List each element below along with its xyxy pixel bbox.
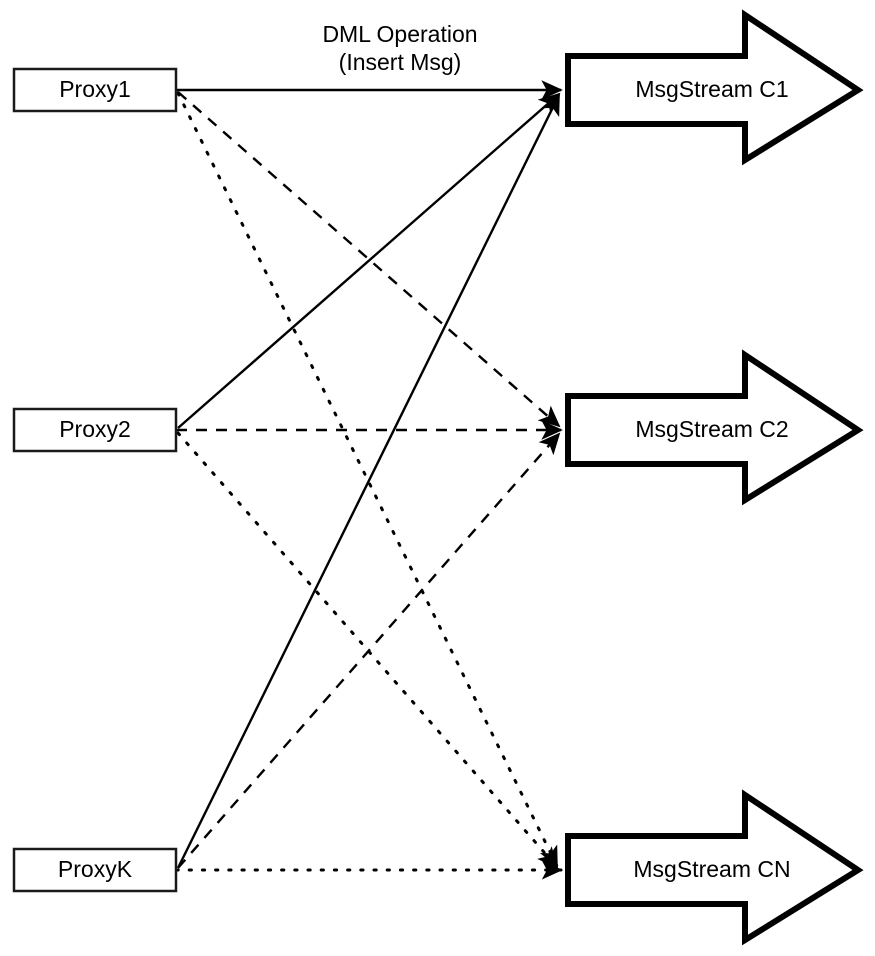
stream-cn-arrow-shape[interactable] — [565, 789, 864, 946]
proxy-node-proxy2[interactable]: Proxy2 — [12, 407, 178, 453]
proxyK-box[interactable] — [12, 847, 178, 893]
edge-proxyK-to-stream-c1 — [176, 93, 561, 869]
proxy-node-proxyK[interactable]: ProxyK — [12, 847, 178, 893]
edge-proxy2-to-stream-c1 — [177, 92, 561, 429]
stream-node-cn[interactable]: MsgStream CN — [565, 789, 864, 946]
proxyK-label: ProxyK — [58, 856, 133, 882]
edge-caption: DML Operation (Insert Msg) — [322, 21, 477, 75]
stream-c2-label: MsgStream C2 — [635, 416, 788, 442]
stream-node-c1[interactable]: MsgStream C1 — [565, 9, 864, 166]
stream-c1-arrow-shape[interactable] — [565, 9, 864, 166]
edge-proxy2-to-stream-cn — [176, 431, 559, 869]
edge-proxy1-to-stream-c2 — [177, 91, 561, 428]
edge-proxyK-to-stream-c2 — [177, 432, 561, 869]
edge-caption-line2: (Insert Msg) — [339, 49, 462, 75]
proxy1-box[interactable] — [12, 67, 178, 113]
proxy1-label: Proxy1 — [59, 76, 131, 102]
proxy2-label: Proxy2 — [59, 416, 131, 442]
stream-c2-arrow-shape[interactable] — [565, 349, 864, 506]
stream-node-c2[interactable]: MsgStream C2 — [565, 349, 864, 506]
stream-c1-label: MsgStream C1 — [635, 76, 788, 102]
stream-cn-label: MsgStream CN — [633, 856, 790, 882]
proxy2-box[interactable] — [12, 407, 178, 453]
proxy-node-proxy1[interactable]: Proxy1 — [12, 67, 178, 113]
edge-group — [174, 80, 563, 880]
edge-caption-line1: DML Operation — [322, 21, 477, 47]
